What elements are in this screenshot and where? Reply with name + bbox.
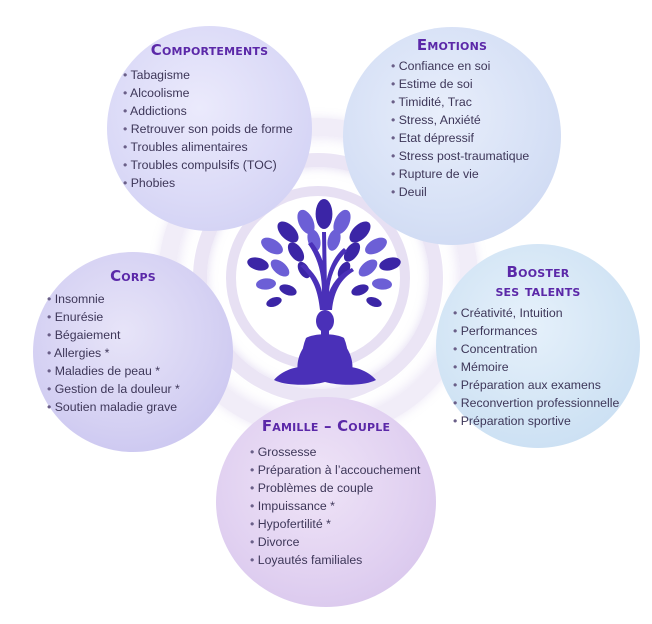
leaf	[247, 257, 269, 271]
tree-center-branch	[322, 232, 327, 292]
list-item: Retrouver son poids de forme	[123, 120, 293, 138]
leaf	[297, 209, 315, 235]
list-item: Soutien maladie grave	[47, 398, 180, 416]
meditating-tree-person-icon	[247, 199, 401, 385]
leaf	[333, 209, 351, 235]
list-item: Phobies	[123, 174, 293, 192]
leaf	[379, 257, 401, 271]
list-item: Etat dépressif	[391, 129, 529, 147]
leaf	[343, 242, 361, 262]
list-item: Reconvertion professionnelle	[453, 394, 620, 412]
leaf	[349, 221, 371, 243]
leaf	[261, 237, 283, 255]
bubble-title-emotions: Emotions	[416, 36, 488, 54]
list-item: Préparation à l’accouchement	[250, 461, 421, 479]
list-item: Gestion de la douleur *	[47, 380, 180, 398]
leaf	[256, 278, 276, 290]
list-booster: Créativité, Intuition Performances Conce…	[453, 304, 620, 430]
list-item: Tabagisme	[123, 66, 293, 84]
list-item: Préparation sportive	[453, 412, 619, 430]
leaf	[287, 242, 305, 262]
list-item: Troubles compulsifs (TOC)	[123, 156, 293, 174]
bubble-famille-couple: Famille – Couple Grossesse Préparation à…	[216, 397, 436, 607]
bubble-title-comportements: Comportements	[150, 41, 269, 59]
list-item: Divorce	[250, 533, 420, 551]
bubble-title-booster: Booster	[506, 263, 570, 281]
list-item: Hypofertilité *	[250, 515, 420, 533]
bubble-subtitle-booster: ses talents	[495, 282, 581, 300]
list-item: Stress post-traumatique	[391, 147, 530, 165]
leaf	[315, 199, 333, 229]
list-item: Créativité, Intuition	[453, 304, 619, 322]
list-item: Concentration	[453, 340, 619, 358]
list-item: Troubles alimentaires	[123, 138, 293, 156]
list-item: Loyautés familiales	[250, 551, 420, 569]
list-item: Deuil	[391, 183, 529, 201]
list-item: Confiance en soi	[391, 57, 529, 75]
leaf	[327, 229, 341, 251]
list-item: Allergies *	[47, 344, 180, 362]
list-item: Mémoire	[453, 358, 619, 376]
leaf	[351, 284, 369, 296]
leaf	[279, 284, 297, 296]
bubble-title-famille-couple: Famille – Couple	[261, 417, 391, 435]
bubble-title-corps: Corps	[110, 267, 156, 285]
list-item: Addictions	[123, 102, 293, 120]
list-item: Rupture de vie	[391, 165, 529, 183]
bubble-emotions: Emotions Confiance en soi Estime de soi …	[343, 27, 561, 245]
bubble-booster: Booster ses talents Créativité, Intuitio…	[436, 244, 640, 448]
list-corps: Insomnie Enurésie Bégaiement Allergies *…	[47, 290, 180, 416]
list-item: Impuissance *	[250, 497, 420, 515]
list-famille-couple: Grossesse Préparation à l’accouchement P…	[250, 443, 421, 569]
leaf	[358, 259, 378, 277]
tree-trunk	[300, 242, 354, 310]
list-item: Maladies de peau *	[47, 362, 180, 380]
list-item: Timidité, Trac	[391, 93, 529, 111]
list-item: Alcoolisme	[123, 84, 293, 102]
leaf	[277, 221, 299, 243]
bubble-corps: Corps Insomnie Enurésie Bégaiement Aller…	[33, 252, 233, 452]
list-item: Estime de soi	[391, 75, 529, 93]
list-emotions: Confiance en soi Estime de soi Timidité,…	[391, 57, 530, 201]
tree-leaves	[247, 199, 401, 308]
list-item: Problèmes de couple	[250, 479, 420, 497]
leaf	[266, 296, 282, 308]
list-item: Bégaiement	[47, 326, 180, 344]
list-item: Performances	[453, 322, 619, 340]
meditating-figure	[274, 310, 376, 385]
list-item: Grossesse	[250, 443, 420, 461]
list-comportements: Tabagisme Alcoolisme Addictions Retrouve…	[123, 66, 293, 192]
list-item: Insomnie	[47, 290, 180, 308]
list-item: Enurésie	[47, 308, 180, 326]
list-item: Stress, Anxiété	[391, 111, 529, 129]
leaf	[365, 237, 387, 255]
leaf	[270, 259, 290, 277]
bubble-comportements: Comportements Tabagisme Alcoolisme Addic…	[107, 26, 312, 231]
leaf	[366, 296, 382, 308]
leaf	[372, 278, 392, 290]
list-item: Préparation aux examens	[453, 376, 619, 394]
